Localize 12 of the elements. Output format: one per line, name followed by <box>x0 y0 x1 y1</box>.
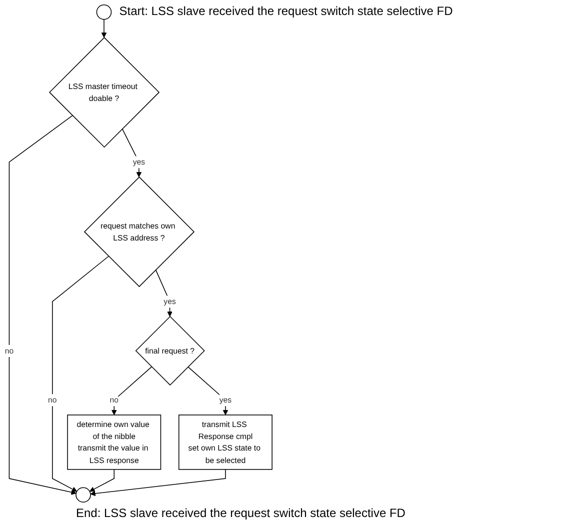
arrow <box>111 366 152 416</box>
node-circle <box>96 4 112 20</box>
arrow <box>90 469 226 496</box>
node-caption: End: LSS slave received the request switch state selective FD <box>76 506 406 520</box>
arrow <box>8 115 76 495</box>
arrow <box>188 366 228 416</box>
node-caption: Start: LSS slave received the request switch state selective FD <box>119 4 453 18</box>
node-circle <box>76 487 91 503</box>
arrow <box>101 19 107 38</box>
arrow <box>122 128 142 178</box>
arrow <box>89 469 115 492</box>
arrow <box>52 256 109 492</box>
